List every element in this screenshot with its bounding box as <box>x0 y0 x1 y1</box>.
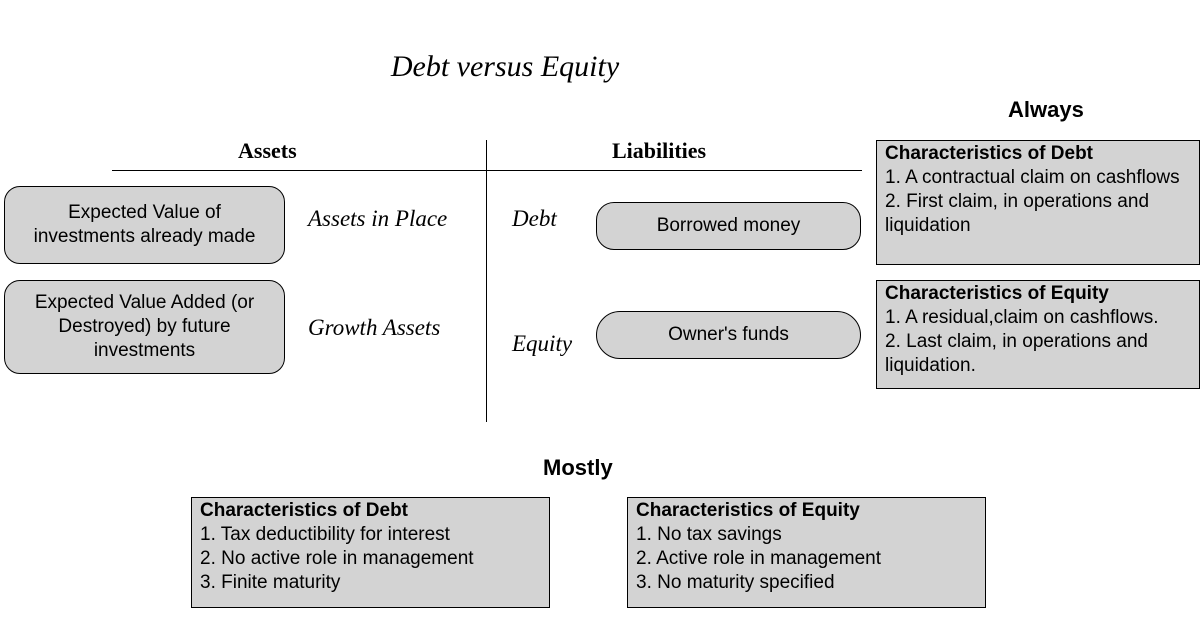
mostly-debt-title: Characteristics of Debt <box>200 500 409 521</box>
mostly-equity-title: Characteristics of Equity <box>636 500 860 521</box>
mostly-heading: Mostly <box>543 455 613 480</box>
borrowed-money-pill: Borrowed money <box>596 202 861 250</box>
always-debt-item: 1. A contractual claim on cashflows <box>885 167 1180 188</box>
always-equity-box: Characteristics of Equity 1. A residual,… <box>876 280 1200 389</box>
always-debt-title: Characteristics of Debt <box>885 143 1094 164</box>
always-equity-item: 2. Last claim, in operations and <box>885 331 1148 352</box>
always-debt-box: Characteristics of Debt 1. A contractual… <box>876 140 1200 265</box>
owners-funds-pill-text: Owner's funds <box>668 324 789 345</box>
always-debt-item: liquidation <box>885 215 971 236</box>
mostly-debt-item: 3. Finite maturity <box>200 572 341 593</box>
growth-assets-label: Growth Assets <box>308 315 441 340</box>
always-equity-item: 1. A residual,claim on cashflows. <box>885 307 1159 328</box>
growth-assets-pill-text: Expected Value Added (or Destroyed) by f… <box>34 292 255 361</box>
t-horizontal-line <box>112 170 862 171</box>
mostly-equity-item: 1. No tax savings <box>636 524 782 545</box>
page-title: Debt versus Equity <box>390 50 620 83</box>
debt-label: Debt <box>512 206 557 231</box>
assets-in-place-pill-text: Expected Value of investments already ma… <box>33 202 256 247</box>
equity-label: Equity <box>512 331 573 356</box>
mostly-debt-item: 1. Tax deductibility for interest <box>200 524 450 545</box>
t-vertical-line <box>486 140 487 422</box>
liabilities-header: Liabilities <box>612 138 707 163</box>
always-equity-title: Characteristics of Equity <box>885 283 1109 304</box>
mostly-equity-item: 3. No maturity specified <box>636 572 835 593</box>
mostly-equity-item: 2. Active role in management <box>636 548 882 569</box>
assets-in-place-pill: Expected Value of investments already ma… <box>4 186 285 264</box>
growth-assets-pill: Expected Value Added (or Destroyed) by f… <box>4 280 285 374</box>
always-debt-item: 2. First claim, in operations and <box>885 191 1150 212</box>
mostly-debt-box: Characteristics of Debt 1. Tax deductibi… <box>191 497 550 608</box>
mostly-debt-item: 2. No active role in management <box>200 548 474 569</box>
always-heading: Always <box>1008 97 1084 122</box>
always-equity-item: liquidation. <box>885 355 976 376</box>
assets-header: Assets <box>238 138 297 163</box>
mostly-equity-box: Characteristics of Equity 1. No tax savi… <box>627 497 986 608</box>
owners-funds-pill: Owner's funds <box>596 311 861 359</box>
assets-in-place-label: Assets in Place <box>308 206 448 231</box>
borrowed-money-pill-text: Borrowed money <box>656 215 801 236</box>
